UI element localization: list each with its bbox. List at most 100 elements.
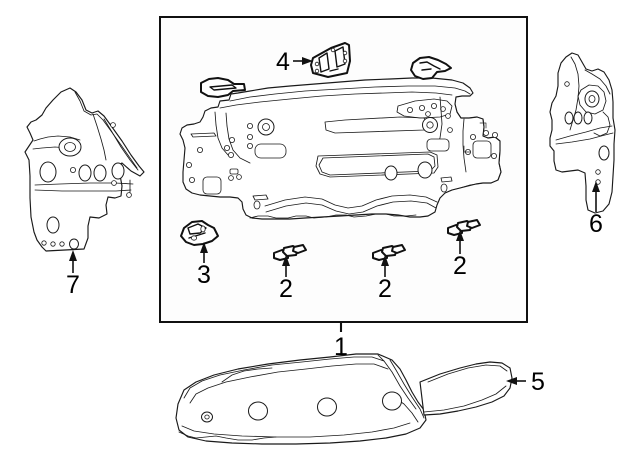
beam-5-hump-crease <box>221 367 273 383</box>
main-panel-bottom-notches <box>249 213 417 219</box>
main-panel-hole-center-oval <box>417 161 433 179</box>
callout-5-arrowhead-icon <box>506 377 517 385</box>
panel-7-hole-row-4 <box>69 238 79 250</box>
main-panel-lower-wave <box>264 194 438 209</box>
callout-5: 5 <box>506 368 545 396</box>
bracket-4-slot <box>329 68 339 72</box>
beam-5-right-section-crease2 <box>423 385 507 413</box>
panel-7-horizontal-crease-bottom <box>34 189 132 192</box>
panel-7-flange-crease <box>74 91 138 169</box>
panel-7-rib-b <box>103 118 139 171</box>
panel-6-upper-crease <box>584 69 611 95</box>
panel-7-hole-tiny-c <box>126 192 132 198</box>
callout-1-number: 1 <box>334 333 348 361</box>
main-panel-hole-r6 <box>445 113 451 119</box>
panel-7-hole-oval-lower <box>46 216 60 234</box>
main-panel-hole-l6 <box>228 136 235 143</box>
main-panel-plate-corner-mark-2 <box>463 145 471 153</box>
clip-right-detail-a <box>419 61 441 70</box>
main-panel-boss-inner-right <box>426 121 434 129</box>
main-panel-hole-m3 <box>246 142 253 149</box>
beam-5-bottom-notch <box>178 431 277 441</box>
callout-2c-number: 2 <box>453 252 467 280</box>
main-panel-plate-square-hole <box>472 140 492 159</box>
clip-2b-right-wing <box>391 244 406 254</box>
panel-7-hole-oval-mid2 <box>93 164 107 182</box>
panel-6-hole-tiny-a <box>595 169 601 175</box>
main-panel-hole-lowleft <box>253 200 261 210</box>
main-panel-rounded-rect-upper <box>254 143 287 159</box>
callout-2a: 2 <box>279 255 293 303</box>
main-panel-boss-inner-left <box>262 123 270 131</box>
main-panel-lower-wave2 <box>265 200 437 215</box>
bracket-3-hole-b <box>190 235 197 241</box>
bracket-4-hole-b <box>314 68 320 74</box>
main-panel-right-plate-edge <box>444 103 502 194</box>
panel-7-hole-tiny-b <box>111 180 117 186</box>
main-panel-left-step2 <box>225 112 251 164</box>
main-panel-right-recess <box>396 98 453 119</box>
main-panel-plate-hole-3 <box>491 131 498 138</box>
bracket-3-hole-a <box>200 225 206 233</box>
panel-7-hole-oval-mid1 <box>78 164 92 182</box>
main-panel-hole-m1 <box>246 123 253 130</box>
callout-5-number: 5 <box>531 368 545 396</box>
main-panel-hole-r3 <box>430 103 437 110</box>
main-panel-hole-l5 <box>227 151 234 158</box>
panel-7-hole-tiny-d <box>110 122 116 128</box>
beam-5-right-cap-edge <box>377 354 417 410</box>
beam-5-hole-1 <box>248 401 268 421</box>
beam-5-outline <box>175 353 427 445</box>
clip-2c-right-wing <box>466 219 481 229</box>
callout-1: 1 <box>334 322 348 361</box>
part-6-right-rear-inner-panel <box>549 52 616 214</box>
clip-left-detail <box>209 84 237 91</box>
main-panel-left-step <box>214 111 229 156</box>
panel-7-top-edge-inner <box>33 135 81 142</box>
clip-2a-right-wing <box>292 244 307 254</box>
panel-6-hole-tiny-top <box>564 81 570 87</box>
bracket-4-hole-d <box>342 50 348 56</box>
panel-7-hole-oval-mid3 <box>111 162 125 180</box>
part-2b-clip-nut <box>372 244 406 261</box>
main-panel-center-recess <box>315 151 439 178</box>
panel-6-hole-row-3 <box>583 111 593 125</box>
main-panel-hole-l1 <box>196 146 203 153</box>
main-panel-slot-lowright <box>440 176 453 183</box>
callout-2a-arrowhead-icon <box>282 255 290 266</box>
main-panel-top-rail-crease <box>229 85 471 102</box>
panel-7-horizontal-crease-top <box>34 182 134 186</box>
beam-5-top-edge-inner <box>183 356 385 399</box>
clip-unlabeled-right <box>410 56 452 80</box>
clip-unlabeled-left <box>200 77 246 98</box>
main-panel-right-plate-inner <box>462 118 467 173</box>
panel-7-hole-large-center-inner <box>64 142 76 152</box>
callout-7-arrowhead-icon <box>69 250 77 261</box>
main-panel-hole-r2 <box>418 105 425 112</box>
callout-3-arrowhead-icon <box>200 242 208 253</box>
beam-5-right-section-crease <box>427 364 508 383</box>
part-4-upper-mounting-bracket <box>310 42 351 78</box>
callout-4-number: 4 <box>276 48 290 76</box>
main-panel-slot-left <box>190 132 217 138</box>
bracket-4-rib-right <box>334 46 346 68</box>
main-panel-hole-center-oval2 <box>384 165 398 181</box>
main-panel-plate-hole-1 <box>469 133 476 140</box>
clip-right-detail-b <box>421 68 432 71</box>
beam-5-hole-3 <box>382 391 402 411</box>
panel-6-flange-crease <box>569 56 580 131</box>
panel-7-rib-a <box>92 113 107 161</box>
panel-6-hole-row-2 <box>573 111 583 125</box>
callout-6: 6 <box>589 181 603 238</box>
main-panel-rounded-rect-right <box>426 138 450 152</box>
callout-6-number: 6 <box>589 210 603 238</box>
main-panel-hole-l2 <box>185 161 192 168</box>
bracket-4-hole-a <box>314 61 320 67</box>
panel-6-c-shape <box>593 111 611 137</box>
part-2a-clip-nut <box>273 244 307 261</box>
callout-4: 4 <box>276 48 313 76</box>
panel-6-crease-lower <box>555 132 614 145</box>
beam-5-hole-2 <box>317 397 337 417</box>
main-panel-plate-corner-mark-1 <box>479 122 487 129</box>
